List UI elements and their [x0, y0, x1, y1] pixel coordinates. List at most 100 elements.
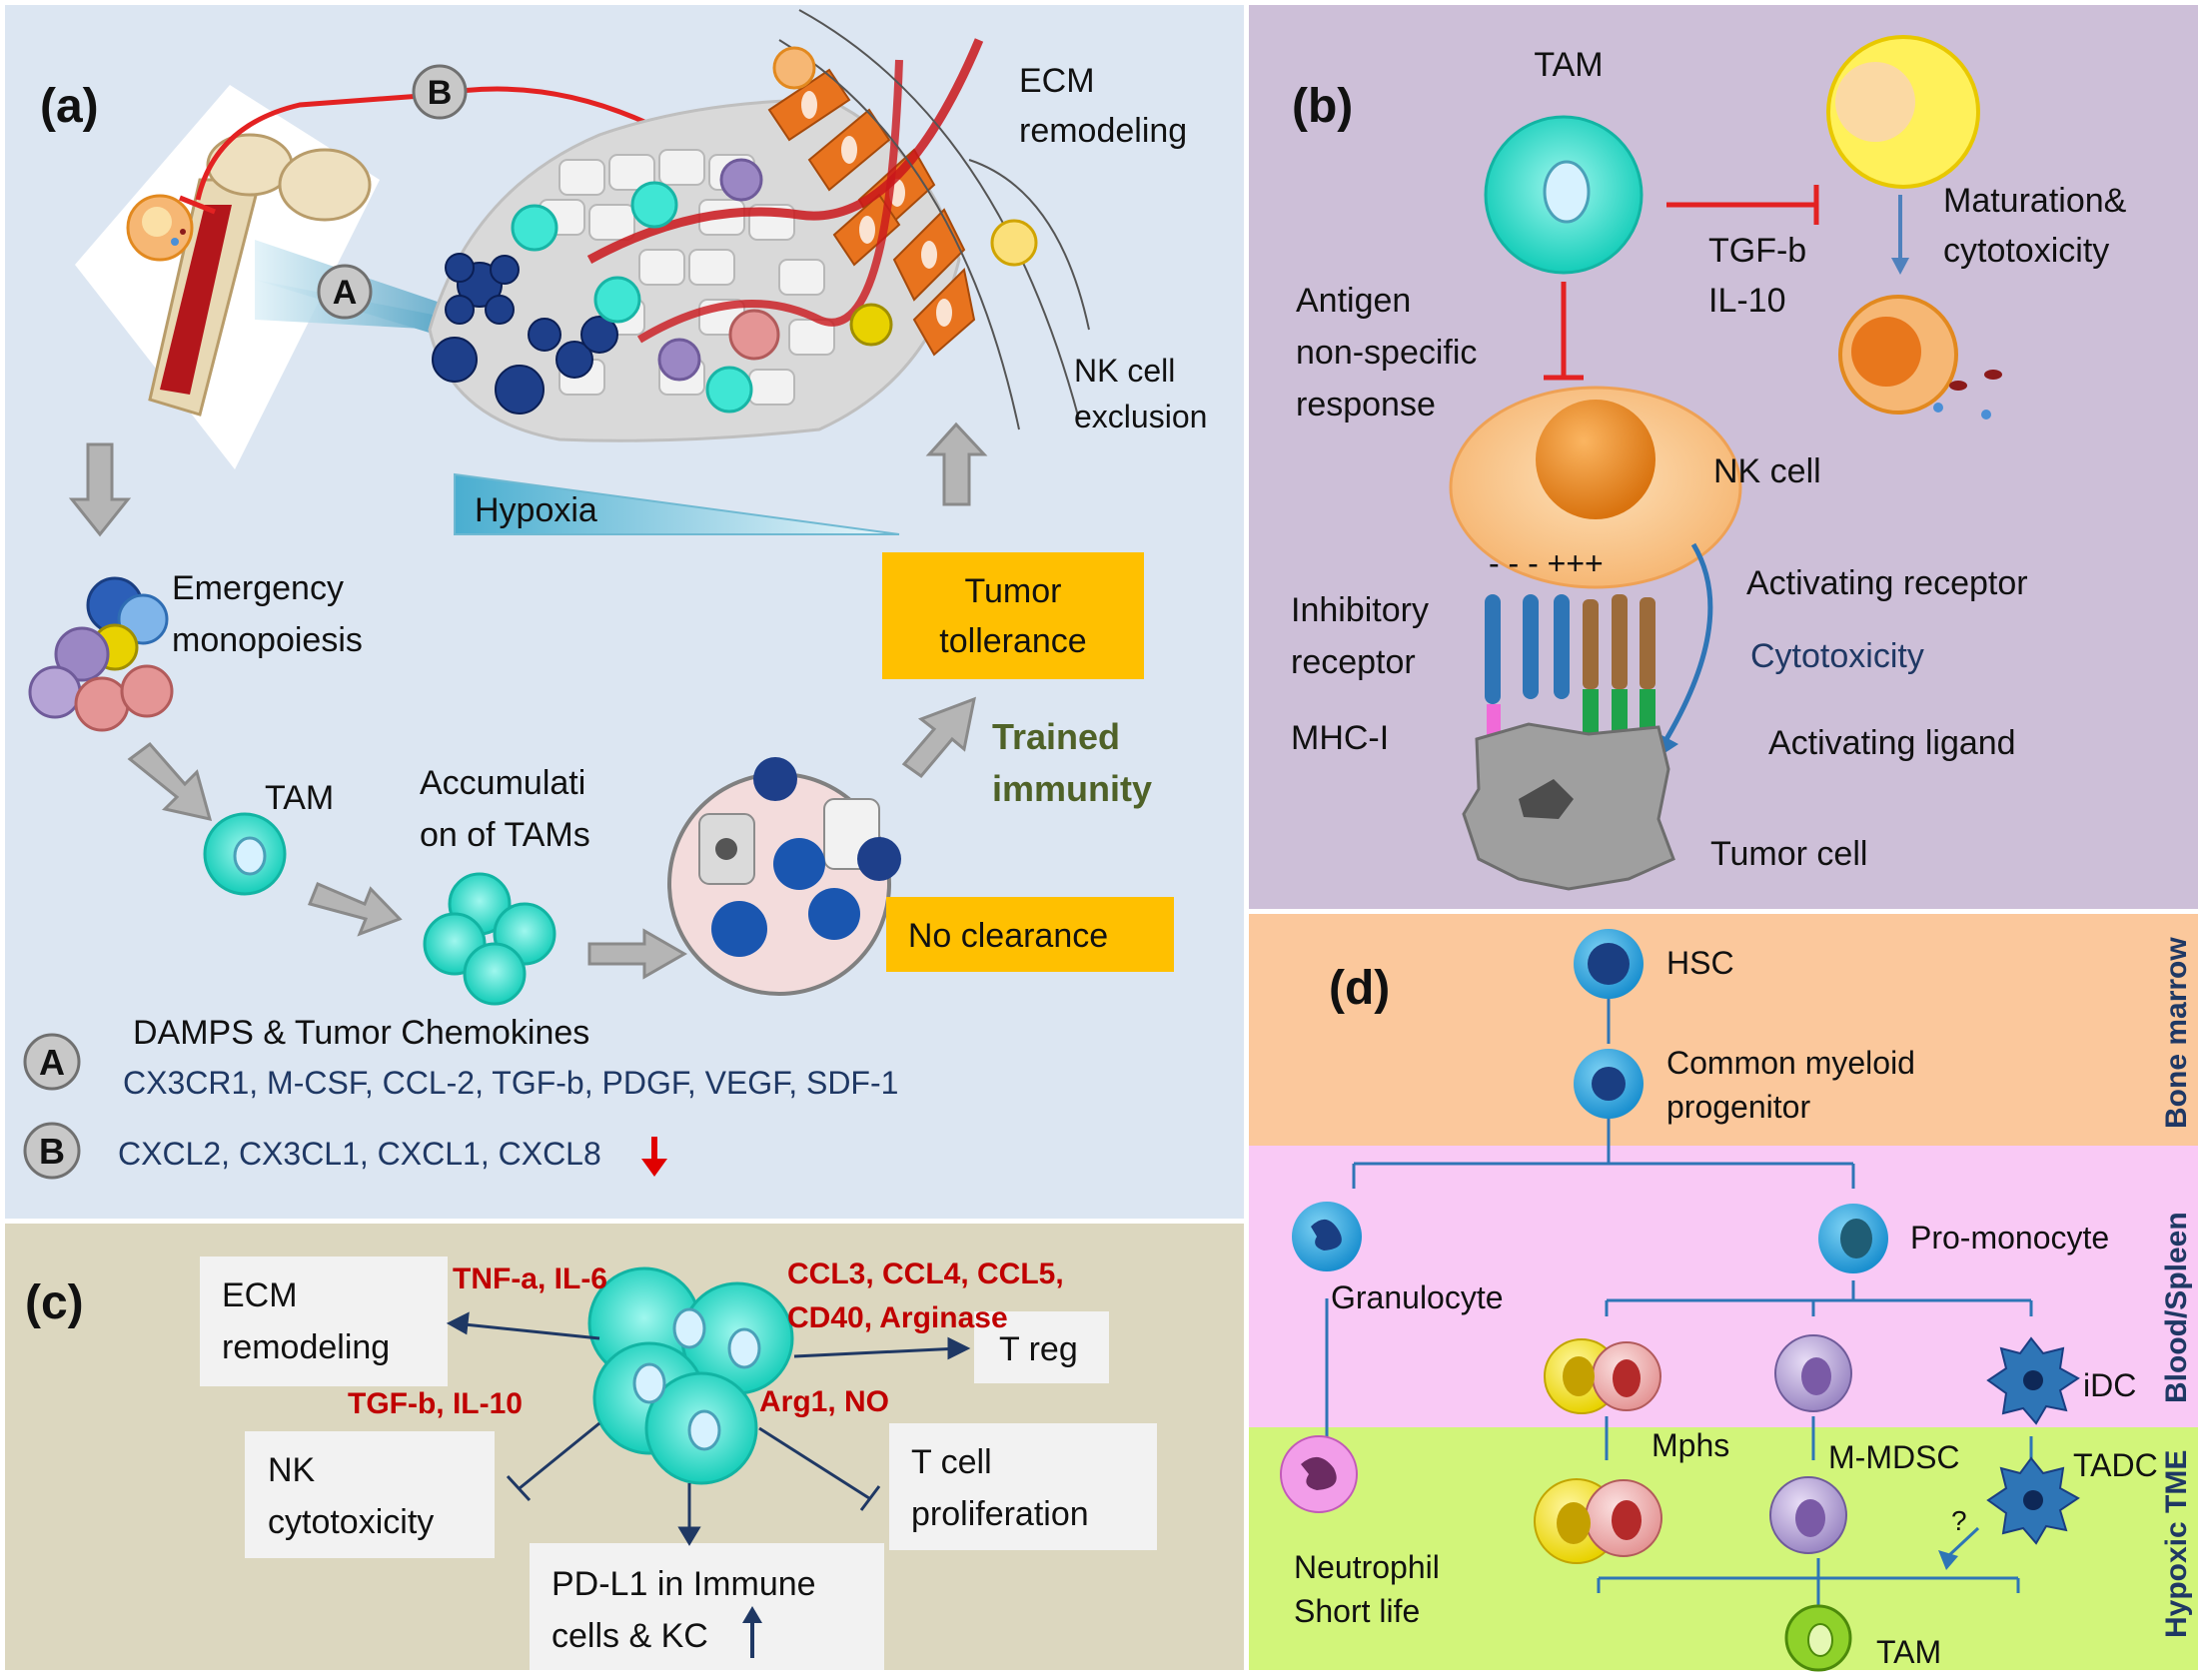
tumor-purple-cell-2-icon	[657, 338, 701, 382]
legend-b-items: CXCL2, CX3CL1, CXCL1, CXCL8	[118, 1136, 601, 1172]
granulocyte-label: Granulocyte	[1331, 1279, 1504, 1315]
svg-text:A: A	[39, 1042, 65, 1083]
tumor-tolerance-box	[882, 552, 1144, 679]
cmp-icon	[1574, 1049, 1644, 1119]
tumor-microenv-circle	[667, 757, 901, 996]
arg-label: Arg1, NO	[759, 1385, 889, 1418]
pdl1-box	[530, 1543, 884, 1670]
tam-cluster-icon	[423, 872, 556, 1006]
tumor-tam-4-icon	[705, 366, 753, 414]
down-arrow-icon	[641, 1137, 667, 1177]
zone-hypoxic-label: Hypoxic TME	[2160, 1450, 2193, 1638]
mmdsc-label: M-MDSC	[1828, 1439, 1960, 1475]
mphs-tme-icon	[1534, 1478, 1662, 1564]
svg-text:A: A	[333, 274, 358, 312]
tam-icon	[203, 812, 287, 896]
up-arrow-icon	[742, 1606, 762, 1658]
tam-b-label: TAM	[1534, 46, 1603, 84]
nk-cell-b-label: NK cell	[1713, 452, 1821, 490]
panel-c-label: (c)	[25, 1276, 84, 1329]
lineage-lines	[1325, 999, 2033, 1623]
tam-cluster-c-icon	[587, 1266, 794, 1485]
promonocyte-icon	[1818, 1204, 1888, 1273]
zone-blood-label: Blood/Spleen	[2160, 1212, 2193, 1403]
mhc-label: MHC-I	[1291, 719, 1389, 757]
legend-a-icon: A	[23, 1033, 81, 1091]
tumor-pink-cell-icon	[728, 309, 780, 361]
tam-d-icon	[1784, 1604, 1852, 1672]
panel-d: (d) Bone marrow Blood/Spleen Hypoxic TME	[1280, 929, 2193, 1672]
tumor-nk-yellow-icon	[990, 219, 1038, 267]
tumor-mass-illustration	[428, 9, 1090, 442]
bone-illustration	[75, 85, 535, 469]
granulocyte-icon	[1292, 1202, 1362, 1271]
tumor-cell-icon	[1462, 722, 1675, 891]
mphs-icon	[1544, 1338, 1661, 1414]
hsc-icon	[1574, 929, 1644, 999]
tumor-cell-label: Tumor cell	[1710, 835, 1867, 873]
panel-c-arrows	[446, 1311, 971, 1546]
mmdsc-icon	[1774, 1334, 1852, 1412]
activating-ligand-label: Activating ligand	[1768, 724, 2016, 762]
promonocyte-label: Pro-monocyte	[1910, 1220, 2109, 1256]
tumor-purple-cell-icon	[719, 158, 763, 202]
cytotoxicity-label: Cytotoxicity	[1750, 637, 1924, 675]
tumor-tam-2-icon	[630, 181, 678, 229]
legend-a-title: DAMPS & Tumor Chemokines	[133, 1014, 589, 1052]
panel-b-label: (b)	[1292, 80, 1353, 133]
tumor-tam-1-icon	[511, 204, 558, 252]
hypoxia-label: Hypoxia	[475, 491, 597, 529]
tumor-tam-3-icon	[593, 276, 641, 324]
tam-b-icon	[1484, 115, 1644, 275]
flow-arrows	[68, 421, 988, 980]
tumor-yellow-cell-icon	[849, 303, 893, 347]
mature-nk-icon	[1838, 295, 2002, 420]
tnf-label: TNF-a, IL-6	[453, 1262, 607, 1295]
badge-a-icon: A	[317, 264, 373, 320]
panel-a-label: (a)	[40, 80, 99, 133]
neutrophil-icon	[1280, 1435, 1358, 1513]
no-clearance-box	[886, 897, 1174, 972]
nk-box	[245, 1431, 495, 1558]
mmdsc-tme-icon	[1769, 1476, 1847, 1554]
badge-b-icon: B	[412, 64, 468, 120]
charges-label: - - - +++	[1489, 545, 1604, 581]
legend-a-items: CX3CR1, M-CSF, CCL-2, TGF-b, PDGF, VEGF,…	[123, 1065, 898, 1101]
nk-cell-icon	[126, 194, 194, 262]
maturation-label: Maturation&cytotoxicity	[1943, 182, 2127, 270]
monopoiesis-cluster	[28, 576, 174, 732]
legend-b-icon: B	[23, 1122, 81, 1180]
nk-cell-b-icon	[1449, 386, 1742, 589]
idc-label: iDC	[2083, 1367, 2136, 1403]
hsc-label: HSC	[1666, 945, 1734, 981]
hypoxia-gradient	[454, 472, 900, 535]
idc-icon	[1986, 1336, 2080, 1425]
panel-a: (a) B A	[23, 9, 1207, 1180]
activating-receptor-label: Activating receptor	[1746, 564, 2028, 602]
tumor-nk-cell-icon	[772, 46, 816, 90]
treg-box	[974, 1311, 1109, 1383]
mphs-label: Mphs	[1652, 1427, 1729, 1463]
cytotoxicity-arrow	[1660, 542, 1713, 746]
tcell-box	[889, 1423, 1157, 1550]
tam-d-label: TAM	[1876, 1634, 1941, 1670]
panel-d-label: (d)	[1329, 962, 1390, 1015]
tam-label: TAM	[265, 779, 334, 817]
svg-text:B: B	[39, 1131, 65, 1172]
ecm-box	[200, 1257, 448, 1386]
tadc-icon	[1986, 1456, 2080, 1545]
